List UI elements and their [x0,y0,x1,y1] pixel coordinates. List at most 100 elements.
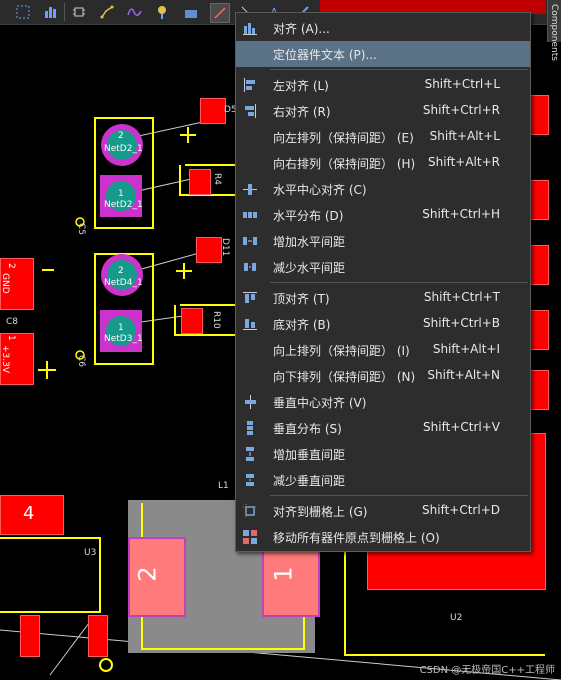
align-context-menu: 对齐 (A)... 定位器件文本 (P)... 左对齐 (L) Shift+Ct… [235,12,531,552]
menu-item-position-text[interactable]: 定位器件文本 (P)... [236,41,530,67]
menu-item-label: 定位器件文本 (P)... [273,48,377,62]
components-tab-label: Components [549,4,559,61]
pad-net-label: NetD2_1 [104,144,143,154]
align-chart-icon[interactable] [42,3,60,21]
menu-item-label: 减少垂直间距 [273,474,346,488]
c5-label: C5 [76,223,86,236]
menu-item-arrange-down[interactable]: 向下排列（保持间距） (N) Shift+Alt+N [236,363,530,389]
pad-d11[interactable] [196,237,222,263]
pad-r10-a[interactable] [181,308,203,334]
polygon-icon[interactable] [182,3,200,21]
menu-item-shortcut: Shift+Ctrl+B [423,316,500,330]
menu-item-align-left[interactable]: 左对齐 (L) Shift+Ctrl+L [236,72,530,98]
menu-item-increase-h[interactable]: 增加水平间距 [236,228,530,254]
menu-item-increase-v[interactable]: 增加垂直间距 [236,441,530,467]
menu-item-decrease-h[interactable]: 减少水平间距 [236,254,530,280]
pad-round-2-inner [107,260,137,290]
menu-item-label: 右对齐 (R) [273,105,331,119]
menu-item-label: 向左排列（保持间距） (E) [273,131,414,145]
menu-item-distribute-v[interactable]: 垂直分布 (S) Shift+Ctrl+V [236,415,530,441]
menu-item-label: 底对齐 (B) [273,318,331,332]
pad-l1-2[interactable] [128,537,186,617]
menu-item-move-origin-grid[interactable]: 移动所有器件原点到栅格上 (O) [236,524,530,550]
c6-label: C6 [76,355,86,368]
pad-3v3[interactable] [0,333,34,385]
pad-label: 2 [118,131,124,141]
menu-item-align-grid[interactable]: 对齐到栅格上 (G) Shift+Ctrl+D [236,498,530,524]
decrease-h-spacing-icon [242,259,258,275]
pad-label: 2 [118,266,124,276]
menu-item-label: 垂直分布 (S) [273,422,342,436]
menu-item-label: 顶对齐 (T) [273,292,330,306]
pin-icon[interactable] [154,3,172,21]
pad-u3-b[interactable] [88,615,108,657]
menu-item-decrease-v[interactable]: 减少垂直间距 [236,467,530,493]
menu-item-label: 向右排列（保持间距） (H) [273,157,416,171]
menu-item-label: 向上排列（保持间距） (I) [273,344,410,358]
move-origin-grid-icon [242,529,258,545]
align-bottom-icon [242,316,258,332]
menu-item-shortcut: Shift+Ctrl+V [423,420,500,434]
components-side-tab[interactable]: Components [547,0,561,61]
align-left-icon [242,77,258,93]
menu-item-label: 减少水平间距 [273,261,346,275]
led-outline-1 [94,117,154,229]
menu-item-arrange-up[interactable]: 向上排列（保持间距） (I) Shift+Alt+I [236,337,530,363]
menu-item-align-bottom[interactable]: 底对齐 (B) Shift+Ctrl+B [236,311,530,337]
menu-item-align-hcenter[interactable]: 水平中心对齐 (C) [236,176,530,202]
menu-item-distribute-h[interactable]: 水平分布 (D) Shift+Ctrl+H [236,202,530,228]
chip-icon[interactable] [70,3,88,21]
pad-net-label: NetD3_1 [104,334,143,344]
pcb-traces [0,119,561,680]
pad-d5[interactable] [200,98,226,124]
align-vcenter-icon [242,394,258,410]
pin2-label: 2 [133,566,162,582]
route-icon[interactable] [98,3,116,21]
menu-item-shortcut: Shift+Ctrl+R [422,103,500,117]
menu-item-arrange-right[interactable]: 向右排列（保持间距） (H) Shift+Alt+R [236,150,530,176]
align-top-icon [242,290,258,306]
c8-label: C8 [6,317,19,327]
menu-item-align-vcenter[interactable]: 垂直中心对齐 (V) [236,389,530,415]
menu-item-label: 移动所有器件原点到栅格上 (O) [273,531,440,545]
pad-right-2[interactable] [529,180,549,220]
select-rect-icon[interactable] [14,3,32,21]
menu-item-shortcut: Shift+Ctrl+H [422,207,500,221]
pad-right-1[interactable] [529,95,549,135]
menu-item-align[interactable]: 对齐 (A)... [236,15,530,41]
bar-align-icon [242,20,258,36]
menu-item-label: 对齐 (A)... [273,22,330,36]
gnd-pin: 2 [6,263,16,269]
menu-item-label: 水平中心对齐 (C) [273,183,367,197]
v33-label: +3.3V [0,345,10,374]
menu-item-shortcut: Shift+Ctrl+T [423,290,500,304]
menu-item-shortcut: Shift+Alt+N [427,368,500,382]
menu-item-align-right[interactable]: 右对齐 (R) Shift+Ctrl+R [236,98,530,124]
menu-item-label: 水平分布 (D) [273,209,344,223]
align-grid-icon [242,503,258,519]
menu-item-arrange-left[interactable]: 向左排列（保持间距） (E) Shift+Alt+L [236,124,530,150]
pad-round-1-inner [107,130,137,160]
pad-u3-4[interactable] [0,495,64,535]
distribute-h-icon [242,207,258,223]
d11-label: D11 [220,238,230,257]
align-hcenter-icon [242,181,258,197]
pad-u3-a[interactable] [20,615,40,657]
pad-gnd[interactable] [0,258,34,310]
decrease-v-spacing-icon [242,472,258,488]
align-right-icon [242,103,258,119]
pad-right-5[interactable] [529,370,549,410]
menu-item-label: 增加垂直间距 [273,448,346,462]
gnd-label: GND [0,273,10,294]
menu-item-align-top[interactable]: 顶对齐 (T) Shift+Ctrl+T [236,285,530,311]
pad-right-3[interactable] [529,245,549,285]
wave-icon[interactable] [126,3,144,21]
line-tool-icon[interactable] [210,3,230,23]
menu-item-label: 对齐到栅格上 (G) [273,505,368,519]
distribute-v-icon [242,420,258,436]
pad-label: 1 [118,323,124,333]
menu-item-label: 垂直中心对齐 (V) [273,396,367,410]
pad-r4-a[interactable] [189,169,211,195]
pad-right-4[interactable] [529,310,549,350]
menu-item-shortcut: Shift+Ctrl+D [422,503,500,517]
